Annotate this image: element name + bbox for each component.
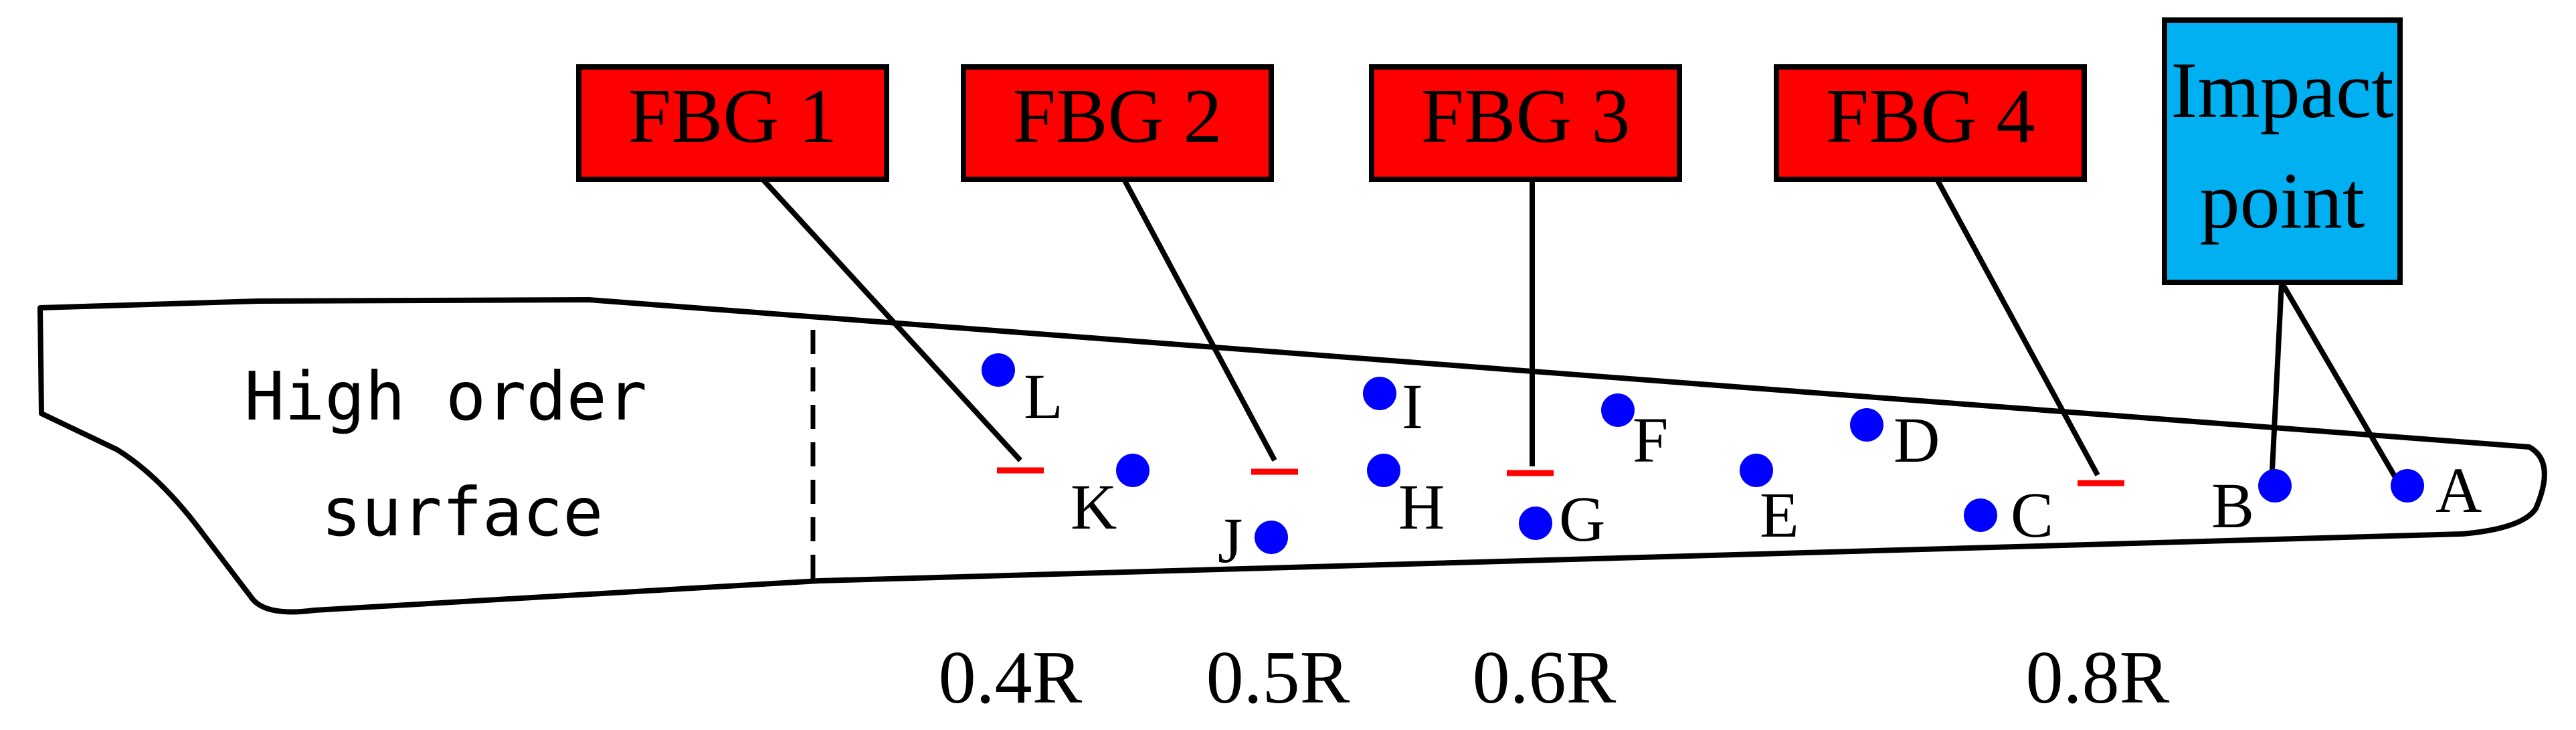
point-h-label: H xyxy=(1398,471,1445,543)
impact-leader-a xyxy=(2279,280,2401,485)
point-c-marker xyxy=(1964,498,1997,532)
point-k-marker xyxy=(1116,454,1149,487)
point-d-marker xyxy=(1850,408,1883,442)
test-points xyxy=(982,353,2424,554)
surface-label-line2: surface xyxy=(321,473,603,551)
surface-label-line1: High order xyxy=(244,357,647,436)
fbg2-label: FBG 2 xyxy=(1013,74,1222,159)
point-l-label: L xyxy=(1024,361,1063,432)
point-labels: A B C D E F G H I J K L xyxy=(1024,361,2482,576)
point-d-label: D xyxy=(1894,404,1940,476)
point-k-label: K xyxy=(1071,471,1117,543)
point-e-marker xyxy=(1740,454,1773,487)
blade-outline xyxy=(37,297,2547,615)
fbg-leader-lines xyxy=(761,177,2100,476)
point-e-label: E xyxy=(1760,479,1799,551)
impact-leader-b xyxy=(2269,282,2284,484)
point-c-label: C xyxy=(2011,479,2053,551)
impact-label-line1: Impact xyxy=(2171,45,2393,134)
point-g-marker xyxy=(1519,507,1552,540)
point-l-marker xyxy=(982,353,1015,387)
fbg2-box: FBG 2 xyxy=(961,64,1274,182)
fbg3-label: FBG 3 xyxy=(1421,74,1631,159)
fbg1-leader xyxy=(761,177,1022,462)
point-f-marker xyxy=(1601,393,1635,427)
point-i-label: I xyxy=(1402,371,1423,442)
radial-0-5r: 0.5R xyxy=(1206,636,1350,719)
point-f-label: F xyxy=(1633,404,1668,476)
fbg2-leader xyxy=(1121,178,1277,462)
radial-0-6r: 0.6R xyxy=(1473,636,1617,719)
impact-label-line2: point xyxy=(2200,156,2365,245)
point-j-label: J xyxy=(1218,505,1243,576)
impact-leaders xyxy=(2269,280,2401,485)
point-b-marker xyxy=(2258,469,2292,503)
fbg3-box: FBG 3 xyxy=(1369,64,1682,182)
radial-0-4r: 0.4R xyxy=(939,636,1083,719)
point-b-label: B xyxy=(2211,470,2254,541)
impact-point-box: Impact point xyxy=(2162,17,2403,285)
point-h-marker xyxy=(1367,454,1400,487)
fbg-marks xyxy=(997,467,2124,486)
point-a-marker xyxy=(2391,469,2424,503)
fbg1-label: FBG 1 xyxy=(628,74,838,159)
point-g-label: G xyxy=(1559,483,1605,555)
radial-0-8r: 0.8R xyxy=(2026,636,2170,719)
fbg1-box: FBG 1 xyxy=(576,64,889,182)
fbg4-box: FBG 4 xyxy=(1774,64,2087,182)
radial-position-labels: 0.4R 0.5R 0.6R 0.8R xyxy=(939,636,2170,719)
fbg4-label: FBG 4 xyxy=(1826,74,2035,159)
point-j-marker xyxy=(1255,521,1288,554)
point-a-label: A xyxy=(2435,454,2482,526)
fbg4-leader xyxy=(1934,178,2100,476)
point-i-marker xyxy=(1363,377,1396,410)
